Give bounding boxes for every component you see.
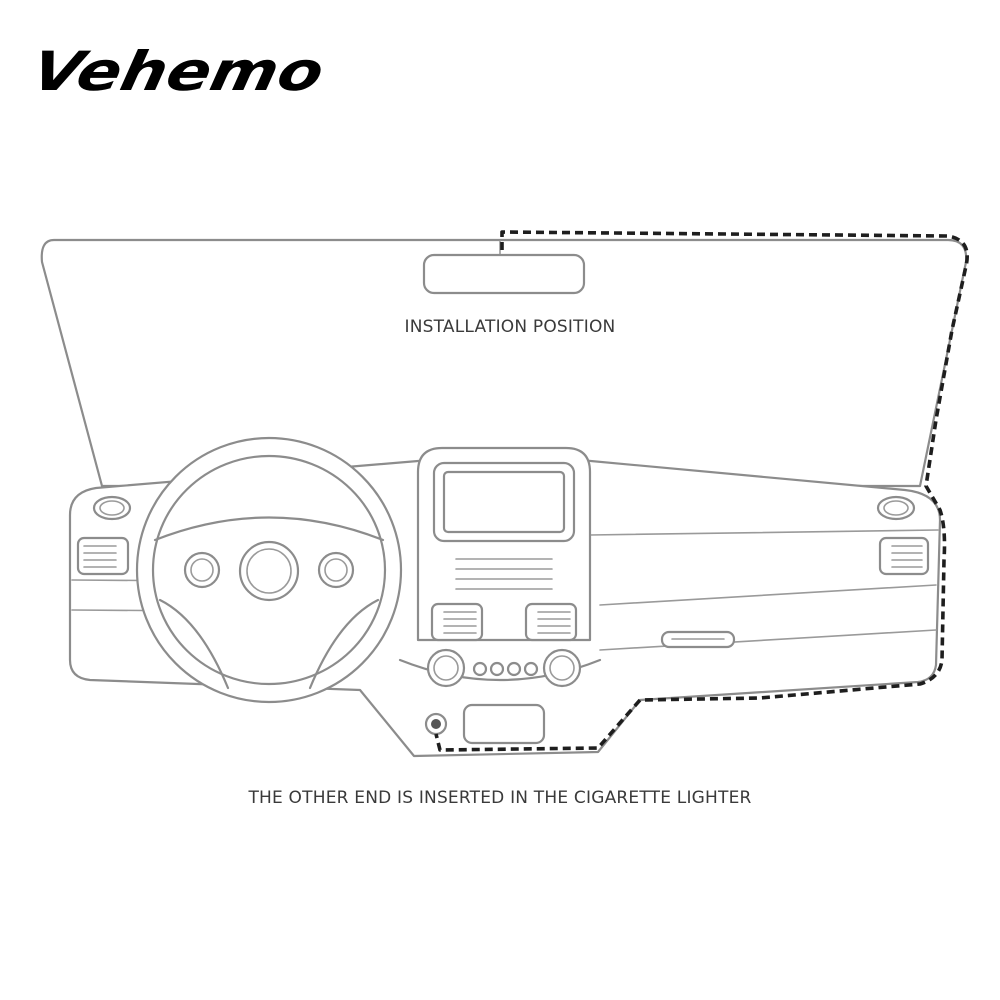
cigarette-lighter-label: THE OTHER END IS INSERTED IN THE CIGARET… <box>248 788 752 808</box>
horn-pad <box>238 540 300 602</box>
center-right-vent <box>524 602 578 642</box>
right-side-vent <box>878 536 930 576</box>
cigarette-lighter <box>424 712 448 736</box>
windshield <box>40 238 968 488</box>
brand-logo-text: Vehemo <box>26 40 329 103</box>
center-console <box>416 446 592 642</box>
left-side-vent <box>76 536 130 576</box>
rear-view-mirror <box>422 240 586 295</box>
center-left-vent <box>430 602 484 642</box>
steering-wheel <box>135 436 403 704</box>
infotainment-screen <box>432 461 576 543</box>
console-compartment <box>462 703 546 745</box>
brand-logo: Vehemo <box>26 40 329 103</box>
power-cable-route <box>434 230 969 752</box>
climate-controls <box>398 648 602 688</box>
installation-position-label: INSTALLATION POSITION <box>404 317 616 337</box>
